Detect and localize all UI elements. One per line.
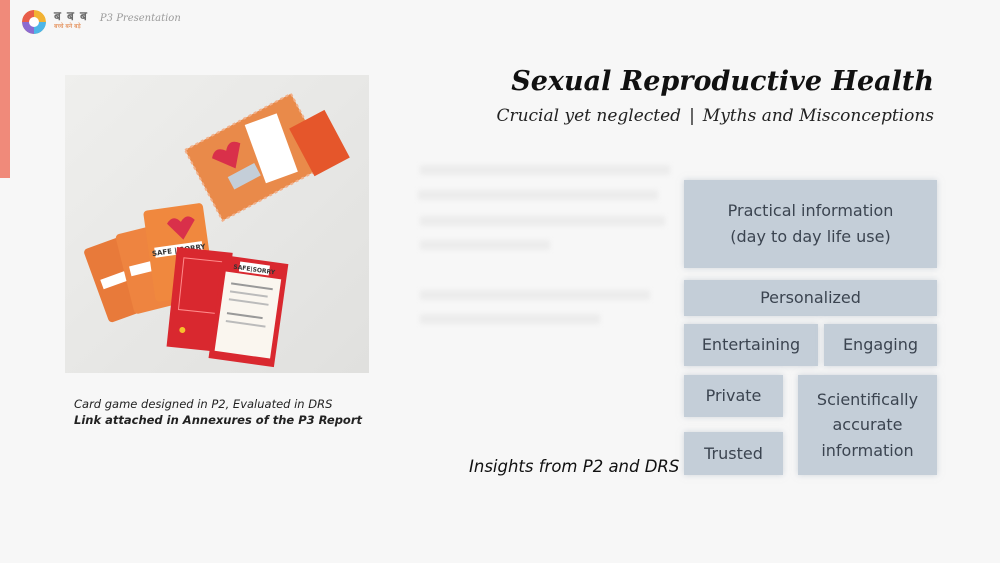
- insight-personalized: Personalized: [684, 280, 937, 316]
- subtitle-left: Crucial yet neglected: [496, 106, 682, 126]
- brand-logo-icon: [22, 10, 46, 34]
- subtitle-right: Myths and Misconceptions: [702, 106, 934, 126]
- insight-private: Private: [684, 375, 783, 417]
- faded-text-line: [420, 165, 670, 175]
- caption-line-1: Card game designed in P2, Evaluated in D…: [74, 397, 333, 411]
- brand-name: ब ब ब: [54, 9, 88, 23]
- insight-trusted: Trusted: [684, 432, 783, 475]
- deck-label: P3 Presentation: [99, 13, 181, 24]
- brand-tagline: बच्चे बने बड़े: [54, 23, 81, 30]
- card-game-illustration: SAFE | SORRY 1 SAFE|SORRY: [65, 75, 369, 373]
- insights-label: Insights from P2 and DRS: [469, 457, 680, 476]
- subtitle-separator: |: [689, 106, 695, 126]
- slide-title: Sexual Reproductive Health: [511, 66, 934, 97]
- faded-text-line: [418, 190, 658, 200]
- faded-text-line: [420, 240, 550, 250]
- caption-line-2: Link attached in Annexures of the P3 Rep…: [74, 413, 363, 427]
- brand-wordmark: ब ब ब बच्चे बने बड़े: [54, 10, 88, 30]
- insight-practical-information: Practical information (day to day life u…: [684, 180, 937, 268]
- card-game-photo: SAFE | SORRY 1 SAFE|SORRY: [65, 75, 369, 373]
- left-accent-bar: [0, 0, 10, 178]
- faded-text-line: [420, 314, 600, 324]
- brand: ब ब ब बच्चे बने बड़े P3 Presentation: [22, 10, 181, 34]
- faded-text-line: [420, 216, 665, 226]
- insight-entertaining: Entertaining: [684, 324, 818, 366]
- insight-engaging: Engaging: [824, 324, 937, 366]
- slide-subtitle: Crucial yet neglected | Myths and Misconce…: [496, 106, 934, 126]
- insight-scientifically-accurate: Scientifically accurate information: [798, 375, 937, 475]
- photo-caption: Card game designed in P2, Evaluated in D…: [74, 396, 362, 428]
- faded-text-line: [420, 290, 650, 300]
